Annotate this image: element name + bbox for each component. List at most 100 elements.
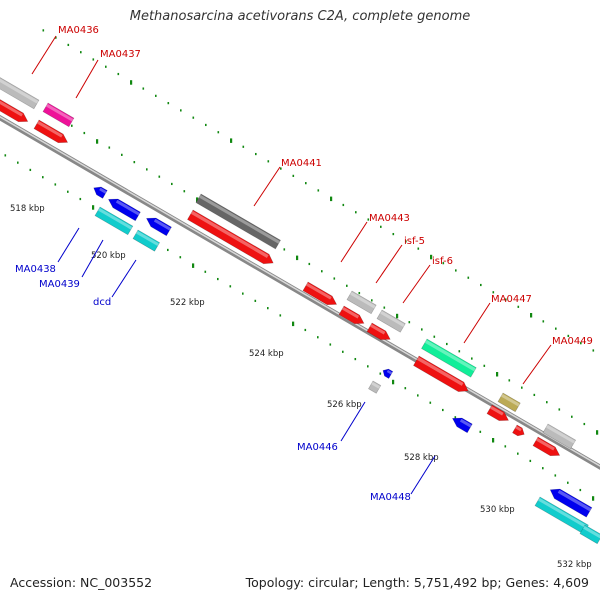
- tick-mark: [155, 94, 157, 97]
- tick-mark: [67, 190, 69, 193]
- tick-mark: [396, 313, 399, 319]
- tick-mark: [71, 124, 73, 127]
- tick-mark: [305, 182, 307, 185]
- tick-mark: [442, 408, 444, 412]
- tick-mark: [80, 51, 82, 54]
- tick-mark: [321, 270, 323, 273]
- tick-mark: [421, 328, 423, 331]
- tick-mark: [492, 438, 495, 443]
- cds-ma0449b: [512, 424, 525, 437]
- tick-mark: [533, 393, 536, 397]
- tick-mark: [292, 174, 295, 177]
- tick-mark: [121, 153, 123, 156]
- tick-mark: [79, 197, 82, 201]
- tick-mark: [92, 58, 95, 61]
- tick-mark: [492, 291, 495, 294]
- map-title: Methanosarcina acetivorans C2A, complete…: [129, 9, 471, 24]
- gene-label-ma0449: MA0449: [552, 336, 593, 347]
- feature-dcd-track: [132, 229, 161, 252]
- tick-mark: [408, 321, 411, 324]
- feature-ma0449-track: [497, 392, 521, 413]
- tick-mark: [229, 285, 232, 288]
- tick-mark: [592, 496, 595, 501]
- tick-mark: [167, 102, 170, 105]
- tick-mark: [430, 254, 433, 260]
- tick-mark: [292, 321, 295, 327]
- tick-mark: [29, 168, 32, 172]
- tick-mark: [230, 138, 233, 143]
- tick-mark: [180, 109, 182, 112]
- tick-mark: [333, 277, 336, 280]
- tick-mark: [458, 350, 461, 353]
- gene-label-ma0437: MA0437: [100, 49, 141, 60]
- tick-mark: [371, 299, 373, 302]
- cds-ma0439: [107, 198, 141, 222]
- tick-mark: [580, 342, 582, 345]
- tick-mark: [558, 408, 561, 411]
- tick-mark: [530, 313, 533, 318]
- tick-mark: [405, 240, 407, 243]
- tick-mark: [42, 29, 45, 32]
- tick-mark: [42, 176, 44, 179]
- tick-mark: [54, 183, 57, 186]
- gene-label-ma0439: MA0439: [39, 279, 80, 290]
- tick-mark: [479, 430, 482, 433]
- tick-mark: [255, 152, 257, 156]
- genome-summary-text: Topology: circular; Length: 5,751,492 bp…: [245, 575, 589, 590]
- tick-mark: [596, 430, 599, 435]
- tick-mark: [471, 357, 473, 360]
- tick-mark: [567, 334, 570, 338]
- tick-mark: [592, 349, 595, 352]
- accession-text: Accession: NC_003552: [10, 575, 153, 590]
- tick-mark: [554, 474, 557, 477]
- tick-mark: [483, 364, 486, 367]
- tick-mark: [183, 190, 186, 193]
- tick-mark: [517, 305, 520, 308]
- tick-mark: [358, 291, 361, 295]
- tick-mark: [279, 314, 282, 317]
- tick-mark: [354, 357, 357, 361]
- tick-mark: [583, 422, 586, 426]
- feature-isf-6-track: [376, 309, 406, 333]
- tick-mark: [442, 262, 445, 265]
- tick-label-518: 518 kbp: [10, 204, 45, 214]
- tick-mark: [196, 197, 199, 202]
- tick-mark: [55, 36, 57, 39]
- tick-mark: [130, 80, 133, 85]
- tick-mark: [383, 306, 386, 309]
- gene-label-ma0436: MA0436: [58, 25, 99, 36]
- feature-ma0447-track: [421, 338, 477, 378]
- tick-mark: [454, 416, 457, 419]
- tick-mark: [480, 283, 482, 287]
- tick-mark: [429, 401, 432, 404]
- tick-mark: [404, 387, 407, 390]
- tick-label-524: 524 kbp: [249, 349, 284, 359]
- cds-ma0446: [382, 368, 394, 379]
- gene-label-ma0448: MA0448: [370, 492, 411, 503]
- cds-ma0449a: [486, 404, 509, 421]
- feature-ma0437-track: [42, 102, 75, 128]
- tick-mark: [304, 328, 307, 332]
- tick-mark: [367, 365, 369, 368]
- tick-mark: [392, 232, 395, 236]
- cds-ma0438: [93, 186, 108, 199]
- cds-dcd: [145, 217, 172, 237]
- tick-mark: [192, 116, 195, 119]
- tick-mark: [267, 307, 269, 310]
- tick-mark: [204, 270, 207, 273]
- tick-labels: 518 kbp 520 kbp 522 kbp 524 kbp 526 kbp …: [10, 204, 592, 570]
- gene-label-ma0446: MA0446: [297, 442, 338, 453]
- tick-label-520: 520 kbp: [91, 251, 126, 261]
- cds-end: [532, 436, 561, 457]
- tick-dots: [4, 29, 599, 501]
- tick-mark: [342, 350, 344, 353]
- tick-mark: [283, 248, 286, 251]
- tick-mark: [517, 452, 519, 455]
- tick-mark: [117, 72, 120, 76]
- cds-ma0441: [187, 209, 274, 265]
- feature-isf-5-track: [346, 290, 377, 315]
- tick-mark: [529, 459, 532, 463]
- tick-mark: [179, 256, 182, 259]
- cds-ma0437: [33, 119, 69, 144]
- tick-mark: [17, 161, 19, 164]
